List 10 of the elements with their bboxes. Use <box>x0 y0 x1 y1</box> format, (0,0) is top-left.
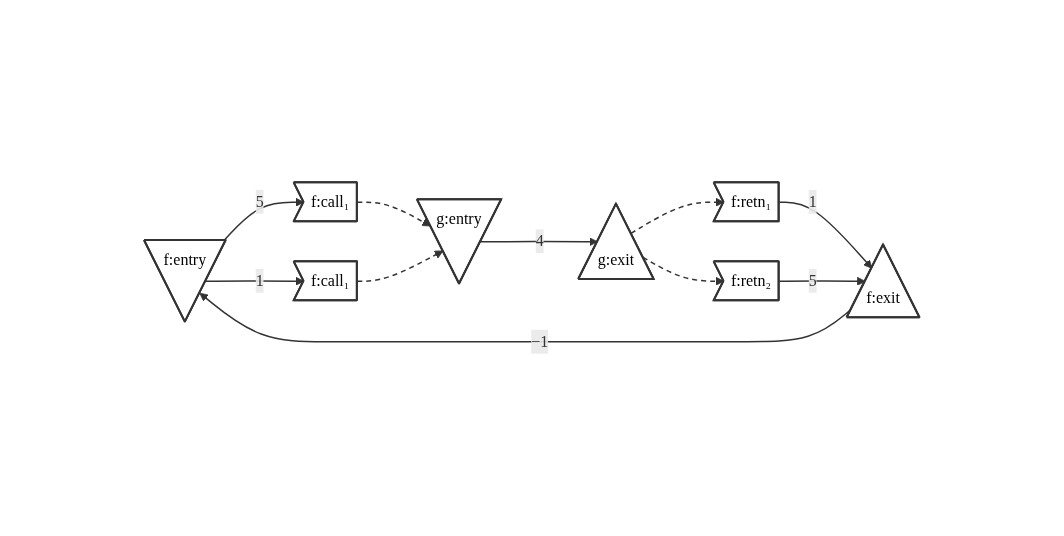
arrow <box>480 237 599 247</box>
edge-label: 1 <box>255 271 264 289</box>
edge-label: −1 <box>531 332 549 350</box>
edge-label: 5 <box>255 192 264 210</box>
arrow <box>356 250 444 283</box>
arrow <box>778 201 873 269</box>
edge-label: 1 <box>808 192 817 210</box>
edge-label: 4 <box>536 232 544 250</box>
edge-label: 5 <box>808 271 817 289</box>
arrow <box>778 276 867 286</box>
